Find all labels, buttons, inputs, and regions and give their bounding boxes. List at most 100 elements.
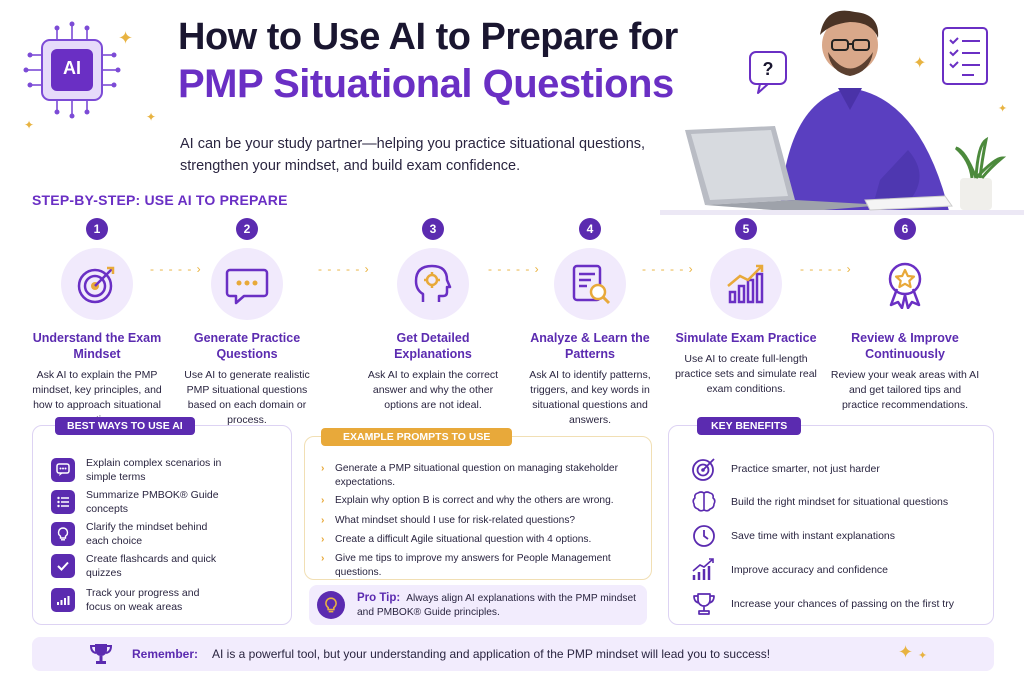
step-number: 3 <box>422 218 444 240</box>
step-1: 1 Understand the Exam Mindset Ask AI to … <box>22 218 172 428</box>
list-item: Clarify the mindset behind each choice <box>51 520 226 548</box>
pro-tip-text: Always align AI explanations with the PM… <box>357 593 636 618</box>
step-description: Review your weak areas with AI and get t… <box>830 369 980 411</box>
prompt-item: › Explain why option B is correct and wh… <box>321 494 641 508</box>
step-description: Ask AI to explain the correct answer and… <box>367 369 499 411</box>
lightbulb-icon <box>317 591 345 619</box>
benefit-text: Practice smarter, not just harder <box>731 463 880 475</box>
benefit-item: Save time with instant explanations <box>691 523 895 549</box>
prompt-item: › What mindset should I use for risk-rel… <box>321 514 641 528</box>
step-title: Get Detailed Explanations <box>394 331 472 361</box>
step-number: 4 <box>579 218 601 240</box>
chevron-right-icon: › <box>321 534 325 545</box>
head-gear-icon <box>397 248 469 320</box>
chat-icon <box>51 458 75 482</box>
step-4: 4 Analyze & Learn the Patterns Ask AI to… <box>515 218 665 428</box>
best-ways-panel: BEST WAYS TO USE AI Explain complex scen… <box>32 417 292 625</box>
steps-section-title: STEP-BY-STEP: USE AI TO PREPARE <box>32 192 288 208</box>
step-number: 2 <box>236 218 258 240</box>
best-way-text: Summarize PMBOK® Guide concepts <box>86 489 219 515</box>
prompt-item: › Create a difficult Agile situational q… <box>321 533 641 547</box>
remember-label: Remember: <box>132 647 199 661</box>
target-icon <box>61 248 133 320</box>
list-item: Explain complex scenarios in simple term… <box>51 456 226 484</box>
sparkle-icon: ✦ <box>24 118 35 132</box>
ai-chip-icon: AI <box>22 20 122 120</box>
growth-chart-icon <box>691 557 717 583</box>
benefit-item: Practice smarter, not just harder <box>691 456 880 482</box>
key-benefits-panel: KEY BENEFITS Practice smarter, not just … <box>668 417 994 625</box>
svg-text:?: ? <box>763 59 774 79</box>
svg-text:✦: ✦ <box>998 103 1007 115</box>
prompt-text: Give me tips to improve my answers for P… <box>335 553 611 578</box>
remember-banner: Remember: AI is a powerful tool, but you… <box>32 637 994 671</box>
step-5: 5 Simulate Exam Practice Use AI to creat… <box>671 218 821 397</box>
benefit-item: Improve accuracy and confidence <box>691 557 888 583</box>
step-3: 3 Get Detailed Explanations Ask AI to ex… <box>358 218 508 413</box>
sparkle-icon: ✦ <box>146 110 157 124</box>
dashed-arrow-icon: - - - - - › <box>150 262 202 276</box>
intro-text: AI can be your study partner—helping you… <box>180 136 646 174</box>
prompt-text: Explain why option B is correct and why … <box>335 495 614 506</box>
best-way-text: Clarify the mindset behind each choice <box>86 521 208 547</box>
chevron-right-icon: › <box>321 515 325 526</box>
benefit-item: Increase your chances of passing on the … <box>691 591 954 617</box>
sparkle-icon: ✦ <box>898 642 914 662</box>
best-way-text: Create flashcards and quick quizzes <box>86 553 217 579</box>
prompt-item: › Generate a PMP situational question on… <box>321 462 621 490</box>
step-title: Simulate Exam Practice <box>675 331 817 345</box>
trophy-icon <box>691 591 717 617</box>
award-ribbon-icon <box>869 248 941 320</box>
sparkle-icon: ✦ <box>918 650 928 662</box>
remember-text: AI is a powerful tool, but your understa… <box>212 647 771 661</box>
man-with-laptop-illustration: ? ✦ ✦ <box>660 0 1024 215</box>
step-title: Understand the Exam Mindset <box>32 331 162 361</box>
prompt-item: › Give me tips to improve my answers for… <box>321 552 651 580</box>
pro-tip-label: Pro Tip: <box>357 592 401 604</box>
step-number: 1 <box>86 218 108 240</box>
best-ways-label: BEST WAYS TO USE AI <box>55 417 195 435</box>
ai-badge-text: AI <box>63 58 81 78</box>
benefit-text: Build the right mindset for situational … <box>731 496 949 508</box>
list-item: Summarize PMBOK® Guide concepts <box>51 488 226 516</box>
step-title: Analyze & Learn the Patterns <box>530 331 650 361</box>
page-title-line1: How to Use AI to Prepare for <box>178 16 678 58</box>
dashed-arrow-icon: - - - - - › <box>642 262 694 276</box>
list-icon <box>51 490 75 514</box>
pro-tip-content: Pro Tip:Always align AI explanations wit… <box>357 591 642 620</box>
best-way-text: Explain complex scenarios in simple term… <box>86 457 222 483</box>
dashed-arrow-icon: - - - - - › <box>318 262 370 276</box>
dashed-arrow-icon: - - - - - › <box>800 262 852 276</box>
prompt-text: Create a difficult Agile situational que… <box>335 534 592 545</box>
benefit-text: Save time with instant explanations <box>731 530 896 542</box>
chat-bubble-icon <box>211 248 283 320</box>
benefit-text: Improve accuracy and confidence <box>731 564 889 576</box>
dashed-arrow-icon: - - - - - › <box>488 262 540 276</box>
step-number: 6 <box>894 218 916 240</box>
chevron-right-icon: › <box>321 495 325 506</box>
check-icon <box>51 554 75 578</box>
target-icon <box>691 456 717 482</box>
svg-text:✦: ✦ <box>913 55 926 72</box>
benefit-item: Build the right mindset for situational … <box>691 489 948 515</box>
step-title: Generate Practice Questions <box>193 331 301 361</box>
chevron-right-icon: › <box>321 553 325 564</box>
step-title: Review & Improve Continuously <box>851 331 959 361</box>
best-way-text: Track your progress and focus on weak ar… <box>86 587 200 613</box>
list-item: Create flashcards and quick quizzes <box>51 552 226 580</box>
example-prompts-label: EXAMPLE PROMPTS TO USE <box>321 428 513 446</box>
step-description: Ask AI to identify patterns, triggers, a… <box>529 369 651 426</box>
chevron-right-icon: › <box>321 463 325 474</box>
example-prompts-panel: EXAMPLE PROMPTS TO USE › Generate a PMP … <box>304 428 652 580</box>
prompt-text: What mindset should I use for risk-relat… <box>335 515 576 526</box>
step-description: Use AI to create full-length practice se… <box>675 353 817 395</box>
pro-tip-banner: Pro Tip:Always align AI explanations wit… <box>309 585 647 625</box>
benefit-text: Increase your chances of passing on the … <box>731 598 954 610</box>
prompt-text: Generate a PMP situational question on m… <box>335 463 618 488</box>
sparkle-icon: ✦ <box>118 28 134 48</box>
page-title-line2: PMP Situational Questions <box>178 62 674 106</box>
question-bubble-icon: ? <box>749 51 787 94</box>
step-description: Use AI to generate realistic PMP situati… <box>184 369 310 426</box>
checklist-icon <box>942 27 988 85</box>
trophy-icon <box>88 641 114 672</box>
